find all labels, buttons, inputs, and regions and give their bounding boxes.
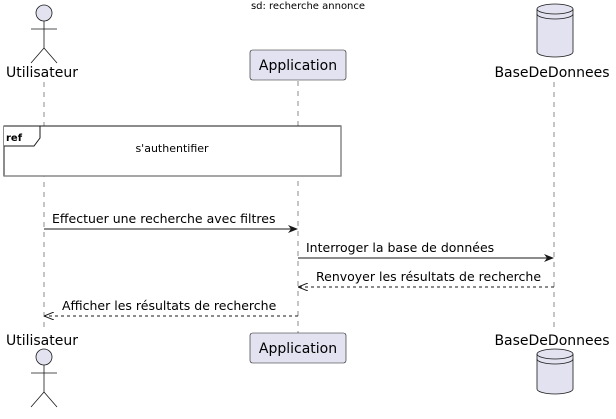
participant-label-basededonnees: BaseDeDonnees	[494, 65, 609, 81]
message-1: Effectuer une recherche avec filtres	[44, 211, 298, 233]
actor-icon	[30, 348, 58, 408]
diagram-title: sd: recherche annonce	[251, 1, 365, 12]
database-icon	[536, 348, 574, 395]
ref-tag-box	[4, 125, 41, 147]
database-icon	[536, 3, 574, 58]
message-4: Afficher les résultats de recherche	[45, 298, 298, 316]
participant-application-top: Application	[249, 49, 347, 81]
message-label: Afficher les résultats de recherche	[62, 298, 277, 313]
ref-frame: ref s'authentifier	[3, 125, 342, 177]
ref-text: s'authentifier	[135, 142, 209, 155]
participant-basededonnees-bottom: BaseDeDonnees	[494, 333, 610, 395]
message-label: Effectuer une recherche avec filtres	[52, 211, 275, 226]
participant-basededonnees-top: BaseDeDonnees	[494, 3, 610, 81]
participant-label-utilisateur-bottom: Utilisateur	[6, 333, 78, 349]
message-3: Renvoyer les résultats de recherche	[299, 269, 554, 287]
participant-application-bottom: Application	[249, 332, 347, 364]
actor-utilisateur-bottom: Utilisateur	[6, 333, 78, 408]
participant-label-application-bottom: Application	[259, 341, 337, 357]
actor-utilisateur-top: Utilisateur	[6, 4, 78, 81]
participant-box	[249, 332, 347, 364]
participant-label-application: Application	[259, 58, 337, 74]
ref-tag: ref	[6, 133, 23, 144]
actor-icon	[30, 4, 58, 64]
participant-label-utilisateur: Utilisateur	[6, 65, 78, 81]
message-label: Renvoyer les résultats de recherche	[316, 269, 541, 284]
message-2: Interroger la base de données	[298, 240, 554, 262]
participant-label-basededonnees-bottom: BaseDeDonnees	[494, 333, 609, 349]
participant-box	[249, 49, 347, 81]
message-label: Interroger la base de données	[306, 240, 494, 255]
